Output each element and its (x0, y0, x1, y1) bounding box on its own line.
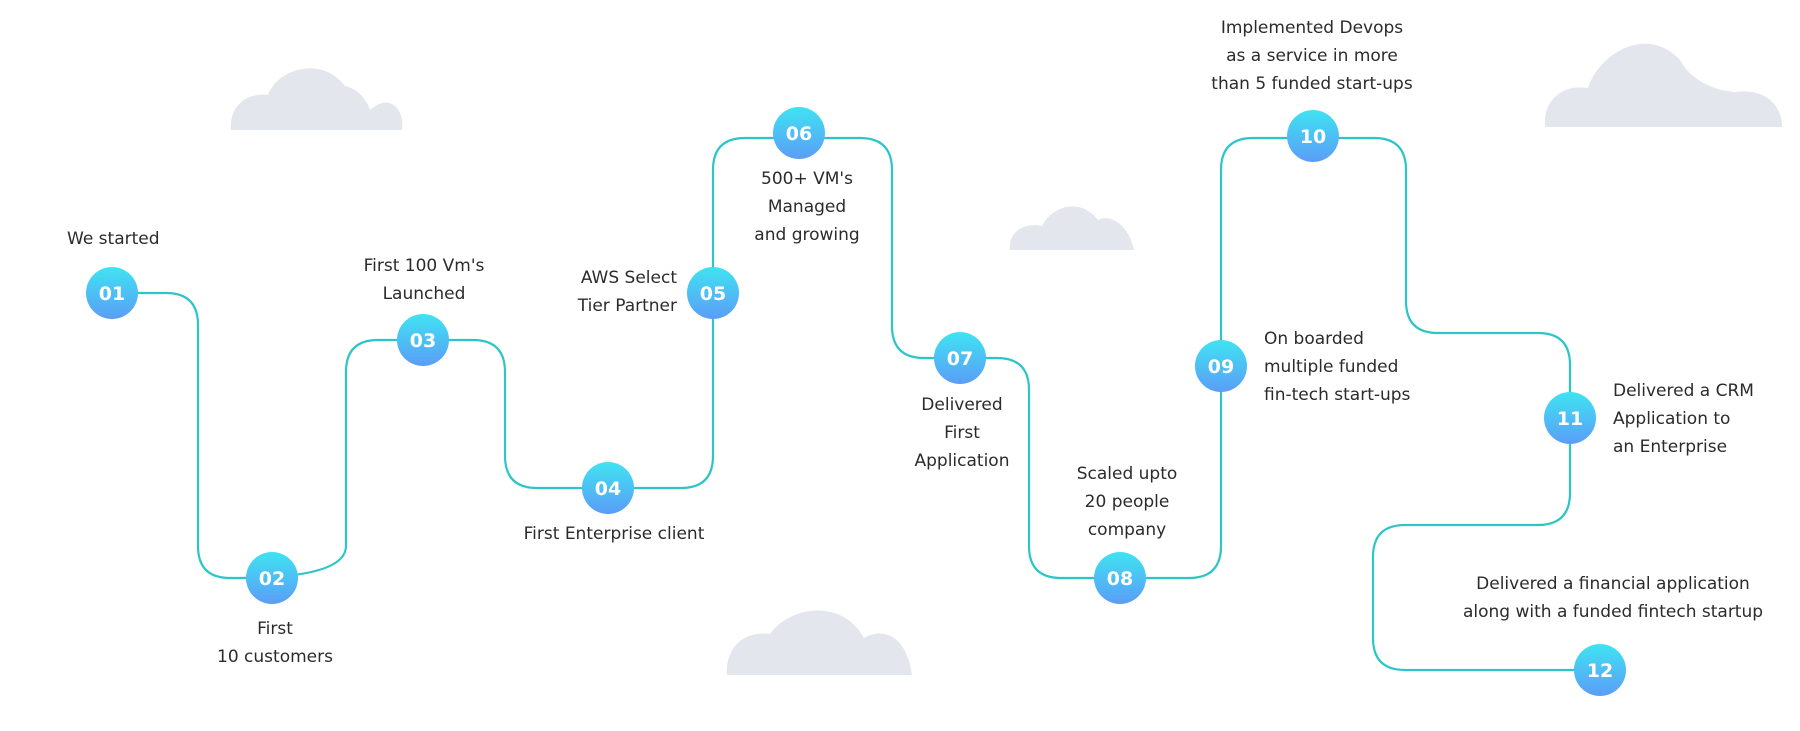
cloud-decorations (230, 43, 1782, 675)
milestone-circle (934, 332, 986, 384)
milestone-number: 09 (1208, 356, 1234, 378)
milestone-node-12: 12 (1574, 644, 1626, 696)
milestone-label-08: Scaled upto 20 people company (1076, 464, 1178, 540)
milestone-label-12: Delivered a financial application along … (1462, 574, 1764, 622)
milestone-number: 11 (1557, 408, 1583, 430)
milestone-label-07: Delivered First Application (914, 395, 1010, 471)
milestone-circle (246, 552, 298, 604)
milestone-label-01: We started (67, 229, 160, 249)
milestone-node-03: 03 (397, 314, 449, 366)
milestone-circle (773, 107, 825, 159)
milestone-label-10: Implemented Devops as a service in more … (1211, 18, 1413, 94)
milestone-number: 10 (1300, 126, 1326, 148)
milestone-circle (687, 267, 739, 319)
milestone-number: 06 (786, 123, 812, 145)
milestone-number: 07 (947, 348, 973, 370)
milestone-node-11: 11 (1544, 392, 1596, 444)
milestone-circle (1287, 110, 1339, 162)
cloud (230, 68, 403, 130)
milestone-number: 04 (595, 478, 621, 500)
milestone-number: 03 (410, 330, 436, 352)
milestone-circle (1094, 552, 1146, 604)
cloud (1009, 206, 1134, 250)
milestone-node-07: 07 (934, 332, 986, 384)
milestone-label-03: First 100 Vm's Launched (363, 256, 485, 304)
milestone-label-05: AWS Select Tier Partner (577, 268, 677, 316)
milestone-circle (1574, 644, 1626, 696)
cloud (726, 610, 912, 675)
timeline-path (110, 136, 1602, 672)
cloud (1544, 43, 1782, 127)
milestone-label-09: On boarded multiple funded fin-tech star… (1264, 329, 1411, 405)
milestone-node-04: 04 (582, 462, 634, 514)
milestone-label-04: First Enterprise client (523, 524, 705, 544)
milestone-number: 08 (1107, 568, 1133, 590)
milestone-label-02: First 10 customers (217, 619, 333, 667)
milestone-label-06: 500+ VM's Managed and growing (754, 169, 860, 245)
milestone-number: 01 (99, 283, 125, 305)
milestone-circle (1544, 392, 1596, 444)
milestone-number: 12 (1587, 660, 1613, 682)
milestone-number: 02 (259, 568, 285, 590)
milestone-circle (397, 314, 449, 366)
milestone-node-08: 08 (1094, 552, 1146, 604)
milestone-node-05: 05 (687, 267, 739, 319)
milestone-node-06: 06 (773, 107, 825, 159)
milestone-node-10: 10 (1287, 110, 1339, 162)
milestone-circle (86, 267, 138, 319)
milestone-label-11: Delivered a CRM Application to an Enterp… (1613, 381, 1754, 457)
milestone-circle (582, 462, 634, 514)
milestone-node-09: 09 (1195, 340, 1247, 392)
milestone-circle (1195, 340, 1247, 392)
milestone-number: 05 (700, 283, 726, 305)
milestone-node-01: 01 (86, 267, 138, 319)
milestone-node-02: 02 (246, 552, 298, 604)
